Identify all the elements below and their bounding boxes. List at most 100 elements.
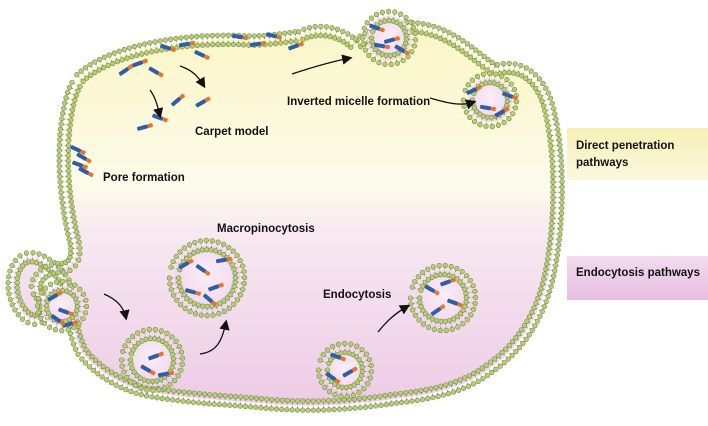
plasma-membrane-lipid-head	[241, 43, 246, 48]
macropinosome-lipid-head	[238, 292, 243, 297]
plasma-membrane-lipid-head	[77, 329, 82, 334]
plasma-membrane-lipid-head	[115, 59, 120, 64]
plasma-membrane-lipid-head	[64, 227, 69, 232]
plasma-membrane-lipid-head	[197, 391, 202, 396]
endosome-lipid-head	[410, 285, 415, 290]
endosome-lipid-head	[434, 318, 439, 323]
macropinocytosis-cup-lipid-head	[157, 387, 162, 392]
endosome-lipid-head	[464, 300, 469, 305]
macropinocytosis-cup-lipid-head	[122, 370, 127, 375]
plasma-membrane-lipid-head	[550, 200, 555, 205]
inverted-micelle-right-lipid-head	[509, 82, 514, 87]
macropinocytosis-cup-lipid-head	[120, 349, 125, 354]
plasma-membrane-lipid-head	[26, 320, 31, 325]
plasma-membrane-lipid-head	[274, 407, 279, 412]
plasma-membrane-lipid-head	[215, 33, 220, 38]
membrane-ruffle-lipid-head	[48, 282, 53, 287]
plasma-membrane-lipid-head	[118, 375, 123, 380]
plasma-membrane-lipid-head	[560, 180, 565, 185]
plasma-membrane-lipid-head	[524, 66, 529, 71]
plasma-membrane-lipid-head	[6, 280, 11, 285]
plasma-membrane-lipid-head	[18, 254, 23, 259]
endosome-lipid-head	[449, 264, 454, 269]
membrane-ruffle-lipid-head	[83, 311, 88, 316]
plasma-membrane-lipid-head	[290, 408, 295, 413]
plasma-membrane-lipid-head	[462, 376, 467, 381]
plasma-membrane-lipid-head	[65, 90, 70, 95]
plasma-membrane-lipid-head	[415, 21, 420, 26]
plasma-membrane-lipid-head	[68, 268, 73, 273]
inverted-micelle-top-lipid-head	[398, 12, 403, 17]
plasma-membrane-lipid-head	[301, 399, 306, 404]
plasma-membrane-lipid-head	[71, 103, 76, 108]
plasma-membrane-lipid-head	[556, 248, 561, 253]
membrane-ruffle-lipid-head	[84, 304, 89, 309]
plasma-membrane-lipid-head	[441, 393, 446, 398]
plasma-membrane-lipid-head	[529, 69, 534, 74]
plasma-membrane-lipid-head	[546, 294, 551, 299]
plasma-membrane-lipid-head	[57, 143, 62, 148]
plasma-membrane-lipid-head	[426, 23, 431, 28]
plasma-membrane-lipid-head	[384, 402, 389, 407]
inverted-micelle-right-lipid-head	[478, 122, 483, 127]
plasma-membrane-lipid-head	[553, 263, 558, 268]
plasma-membrane-lipid-head	[8, 297, 13, 302]
plasma-membrane-lipid-head	[59, 195, 64, 200]
plasma-membrane-lipid-head	[68, 189, 73, 194]
plasma-membrane-lipid-head	[71, 210, 76, 215]
label-endocytosis: Endocytosis	[323, 289, 391, 301]
plasma-membrane-lipid-head	[15, 285, 20, 290]
inverted-micelle-right-lipid-head	[470, 78, 475, 83]
plasma-membrane-lipid-head	[540, 99, 545, 104]
plasma-membrane-lipid-head	[521, 341, 526, 346]
macropinosome-lipid-head	[200, 304, 205, 309]
plasma-membrane-lipid-head	[101, 364, 106, 369]
endocytosis-pit-lipid-head	[333, 392, 338, 397]
plasma-membrane-lipid-head	[212, 402, 217, 407]
plasma-membrane-lipid-head	[85, 76, 90, 81]
membrane-ruffle-lipid-head	[67, 280, 72, 285]
plasma-membrane-lipid-head	[107, 53, 112, 58]
macropinocytosis-cup-lipid-head	[145, 388, 150, 393]
plasma-membrane-lipid-head	[419, 388, 424, 393]
plasma-membrane-lipid-head	[210, 33, 215, 38]
plasma-membrane-lipid-head	[535, 296, 540, 301]
inverted-micelle-right-lipid-head	[505, 77, 510, 82]
plasma-membrane-lipid-head	[104, 378, 109, 383]
plasma-membrane-lipid-head	[142, 42, 147, 47]
plasma-membrane-lipid-head	[324, 24, 329, 29]
macropinocytosis-cup-lipid-head	[172, 378, 177, 383]
plasma-membrane-lipid-head	[34, 272, 39, 277]
plasma-membrane-lipid-head	[367, 395, 372, 400]
plasma-membrane-lipid-head	[122, 47, 127, 52]
plasma-membrane-lipid-head	[533, 323, 538, 328]
macropinosome-lipid-head	[174, 254, 179, 259]
plasma-membrane-lipid-head	[550, 216, 555, 221]
plasma-membrane-lipid-head	[160, 396, 165, 401]
endosome-lipid-head	[464, 295, 469, 300]
plasma-membrane-lipid-head	[451, 390, 456, 395]
plasma-membrane-lipid-head	[218, 393, 223, 398]
membrane-ruffle-lipid-head	[35, 304, 40, 309]
plasma-membrane-lipid-head	[326, 398, 331, 403]
endocytosis-pit-lipid-head	[349, 342, 354, 347]
plasma-membrane-lipid-head	[76, 89, 81, 94]
macropinocytosis-cup-lipid-head	[165, 331, 170, 336]
plasma-membrane-lipid-head	[415, 398, 420, 403]
endosome-lipid-head	[419, 288, 424, 293]
plasma-membrane-lipid-head	[363, 31, 368, 36]
plasma-membrane-lipid-head	[553, 268, 558, 273]
plasma-membrane-lipid-head	[289, 39, 294, 44]
plasma-membrane-lipid-head	[129, 389, 134, 394]
plasma-membrane-lipid-head	[88, 62, 93, 67]
plasma-membrane-lipid-head	[127, 46, 132, 51]
plasma-membrane-lipid-head	[68, 251, 73, 256]
plasma-membrane-lipid-head	[551, 195, 556, 200]
plasma-membrane-lipid-head	[295, 408, 300, 413]
macropinocytosis-cup-lipid-head	[174, 339, 179, 344]
plasma-membrane-lipid-head	[541, 81, 546, 86]
plasma-membrane-lipid-head	[471, 371, 476, 376]
plasma-membrane-lipid-head	[66, 153, 71, 158]
plasma-membrane-lipid-head	[500, 350, 505, 355]
